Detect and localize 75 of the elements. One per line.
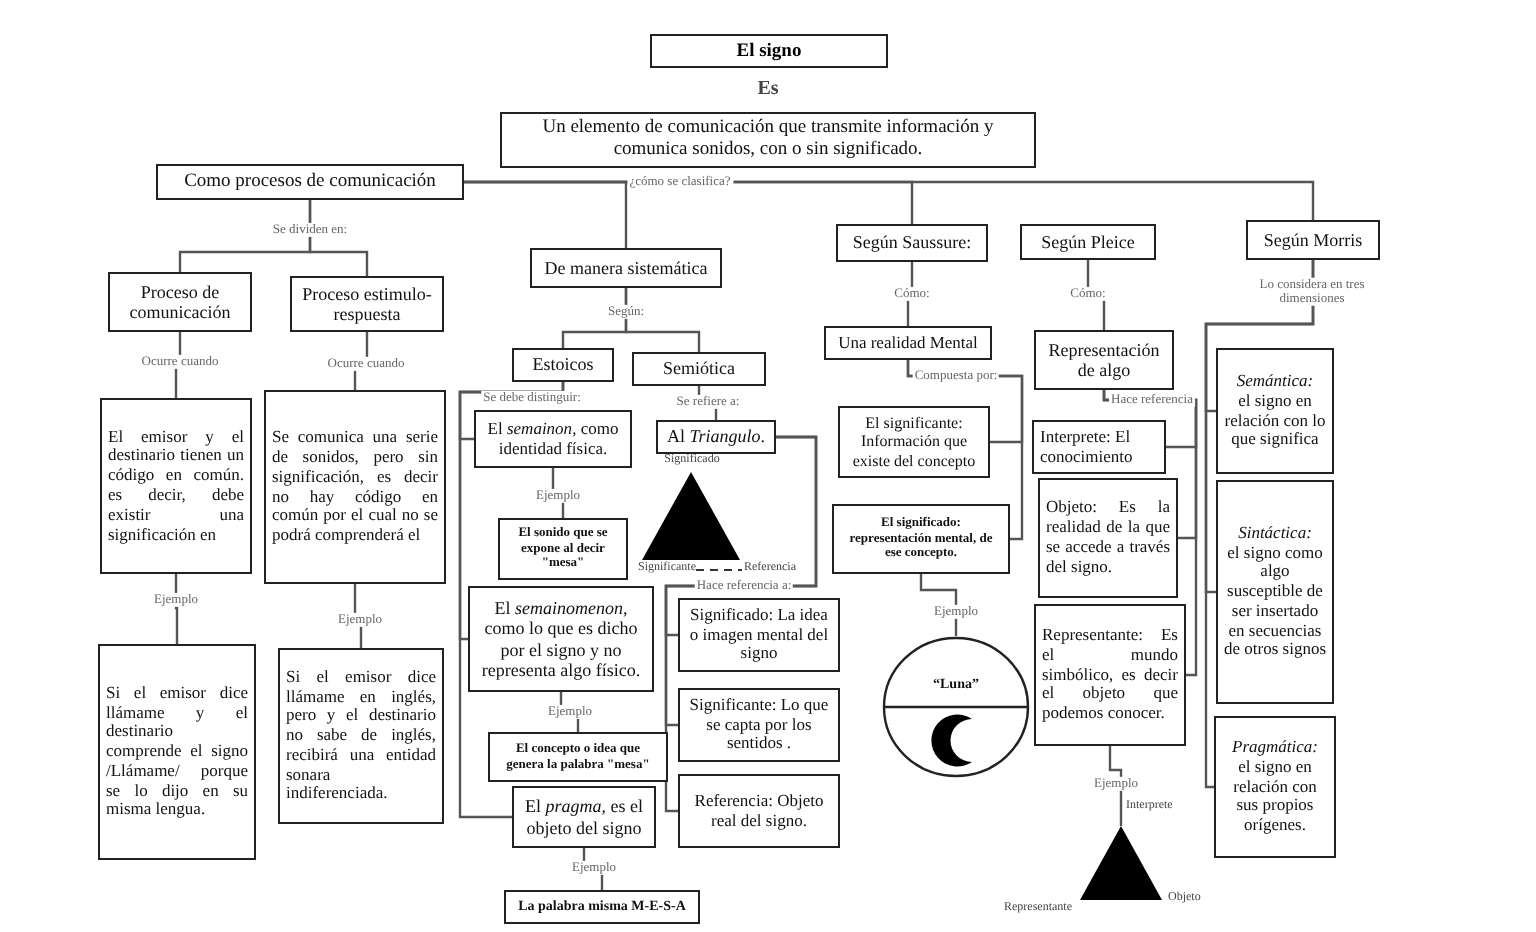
concept-box bbox=[100, 398, 252, 574]
box-text: Como procesos de comunicación bbox=[182, 171, 438, 193]
box-text: Proceso de comunicación bbox=[127, 281, 233, 323]
connector-text: Es bbox=[755, 78, 781, 100]
box-heading: Sintáctica: bbox=[1236, 523, 1314, 544]
box-text: Referencia: Objeto real del signo. bbox=[692, 791, 826, 831]
concept-box bbox=[1034, 604, 1186, 746]
concept-box bbox=[512, 786, 656, 848]
concept-box bbox=[264, 390, 446, 584]
concept-box bbox=[1038, 478, 1178, 598]
box-text: Según Saussure: bbox=[850, 232, 974, 254]
box-text: El semainomenon, como lo que es dicho por el signo y no representa algo físico. bbox=[479, 597, 643, 681]
box-text: Significante: Lo que se capta por los sentidos . bbox=[687, 695, 831, 755]
concept-box bbox=[632, 352, 766, 386]
concept-box bbox=[1032, 420, 1166, 474]
box-text: Estoicos bbox=[530, 354, 596, 376]
concept-box bbox=[1216, 348, 1334, 474]
box-text: Semiótica bbox=[661, 358, 737, 380]
box-text: Al Triangulo. bbox=[664, 426, 767, 448]
concept-box bbox=[1214, 716, 1336, 858]
concept-box bbox=[678, 774, 840, 848]
concept-box bbox=[1216, 480, 1334, 704]
moon-circle bbox=[882, 636, 1030, 778]
concept-box bbox=[530, 248, 722, 288]
box-text: El semainon, como identidad física. bbox=[485, 419, 621, 459]
concept-box bbox=[498, 518, 628, 580]
concept-box bbox=[1020, 224, 1156, 260]
box-text: El pragma, es el objeto del signo bbox=[522, 796, 645, 838]
concept-box bbox=[98, 644, 256, 860]
connector-line bbox=[1204, 260, 1315, 789]
box-text: Si el emisor dice llámame en inglés, pero y el destinario no sabe de inglés, recibirá una entidad sonara indiferenciada. bbox=[286, 667, 436, 805]
title-box: El signo bbox=[650, 34, 888, 68]
box-text: Un elemento de comunicación que transmite información y comunica sonidos, con o sin significado. bbox=[540, 118, 996, 162]
connector-line bbox=[308, 200, 369, 276]
concept-box bbox=[832, 504, 1010, 574]
connector-line bbox=[919, 574, 958, 636]
triangle-shape bbox=[1080, 826, 1162, 900]
concept-box bbox=[656, 420, 776, 454]
box-text: Representación de algo bbox=[1046, 339, 1162, 381]
box-text: De manera sistemática bbox=[542, 257, 710, 279]
concept-box bbox=[474, 410, 632, 468]
box-text: Interprete: El conocimiento bbox=[1040, 427, 1135, 467]
box-heading: Semántica: bbox=[1234, 371, 1316, 392]
concept-box bbox=[278, 648, 444, 824]
box-text: Objeto: Es la realidad de la que se accede a través del signo. bbox=[1046, 498, 1170, 578]
concept-box bbox=[824, 326, 992, 360]
concept-box bbox=[108, 272, 252, 332]
box-text: el signo en relación con lo que significa bbox=[1224, 391, 1326, 451]
box-text: Representante: Es el mundo simbólico, es decir el objeto que podemos conocer. bbox=[1042, 626, 1178, 724]
box-text: el signo en relación con sus propios orígenes. bbox=[1233, 757, 1319, 836]
box-text: Proceso estimulo-respuesta bbox=[300, 283, 434, 325]
concept-box bbox=[488, 732, 668, 782]
concept-box bbox=[838, 406, 990, 478]
concept-box bbox=[468, 586, 654, 692]
concept-box bbox=[290, 276, 444, 332]
box-text: Según Pleice bbox=[1039, 231, 1137, 253]
connector-line bbox=[624, 288, 701, 352]
box-text: Según Morris bbox=[1261, 229, 1365, 251]
triangle-shape bbox=[642, 472, 740, 560]
box-heading: Pragmática: bbox=[1230, 738, 1320, 758]
box-text: El emisor y el destinario tienen un código en común. es decir, debe existir una significación en bbox=[108, 427, 244, 545]
concept-box bbox=[1034, 330, 1174, 390]
concept-box bbox=[504, 890, 700, 924]
box-text: Significado: La idea o imagen mental del signo bbox=[687, 605, 831, 665]
box-text: el signo como algo susceptible de ser insertado en secuencias de otros signos bbox=[1224, 543, 1326, 661]
box-text: Se comunica una serie de sonidos, pero sin significación, es decir no hay código en común por el cual no se podrá comprenderá el bbox=[272, 428, 438, 546]
concept-box bbox=[1246, 220, 1380, 260]
concept-box bbox=[512, 348, 614, 382]
box-text: Si el emisor dice llámame y el destinario comprende el signo /Llámame/ porque se lo dijo en su misma lengua. bbox=[106, 683, 248, 821]
concept-box bbox=[500, 112, 1036, 168]
connector-line bbox=[1086, 260, 1106, 330]
box-text: Una realidad Mental bbox=[836, 333, 980, 353]
concept-box bbox=[156, 164, 464, 200]
box-text: El significante: Información que existe del concepto bbox=[850, 414, 978, 470]
concept-box bbox=[836, 224, 988, 262]
